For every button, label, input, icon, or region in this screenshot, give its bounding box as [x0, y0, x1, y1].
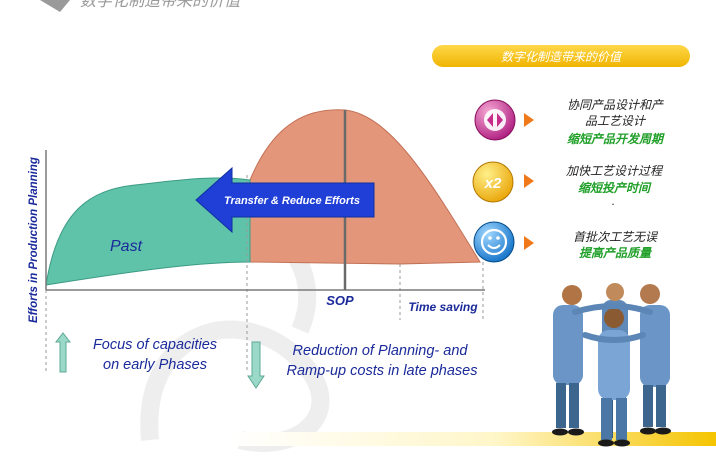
x2-icon [472, 161, 514, 203]
value-3-highlight: 提高产品质量 [579, 246, 653, 260]
value-banner: 数字化制造带来的价值 [432, 45, 690, 67]
value-item-3: 首批次工艺无误 提高产品质量 [473, 221, 659, 263]
note-left-line1: Focus of capacities [93, 337, 217, 353]
team-huddle-illustration [552, 283, 671, 447]
value-item-1: 协同产品设计和产 品工艺设计 缩短产品开发周期 [474, 98, 665, 146]
value-item-2: x2 加快工艺设计过程 缩短投产时间 . [472, 161, 664, 208]
past-label: Past [110, 238, 143, 255]
title-partial: 数字化制造带来的价值 [40, 0, 242, 12]
note-left-line2: on early Phases [103, 357, 207, 373]
stray-dot: . [611, 194, 614, 208]
down-arrow-icon [247, 341, 265, 389]
up-arrow-icon [54, 332, 72, 373]
note-right-line1: Reduction of Planning- and [293, 343, 469, 359]
note-right-line2: Ramp-up costs in late phases [286, 363, 477, 379]
sop-label: SOP [326, 293, 354, 308]
value-1-highlight: 缩短产品开发周期 [567, 132, 665, 146]
value-2-line1: 加快工艺设计过程 [566, 164, 664, 178]
value-3-line1: 首批次工艺无误 [573, 230, 659, 244]
y-axis-label: Efforts in Production Planning [28, 157, 40, 323]
bottom-gradient-bar [230, 432, 716, 446]
svg-text:x2: x2 [484, 175, 502, 192]
smiley-icon [473, 221, 515, 263]
value-2-highlight: 缩短投产时间 [578, 181, 652, 195]
transfer-arrow-label: Transfer & Reduce Efforts [224, 195, 360, 207]
value-banner-label: 数字化制造带来的价值 [501, 50, 623, 64]
value-1-line2: 品工艺设计 [585, 114, 647, 128]
past-effort-curve [45, 177, 251, 286]
transfer-arrow: Transfer & Reduce Efforts [195, 166, 375, 234]
value-1-line1: 协同产品设计和产 [567, 98, 664, 112]
title-partial-text: 数字化制造带来的价值 [80, 0, 242, 10]
time-saving-label: Time saving [408, 300, 478, 314]
